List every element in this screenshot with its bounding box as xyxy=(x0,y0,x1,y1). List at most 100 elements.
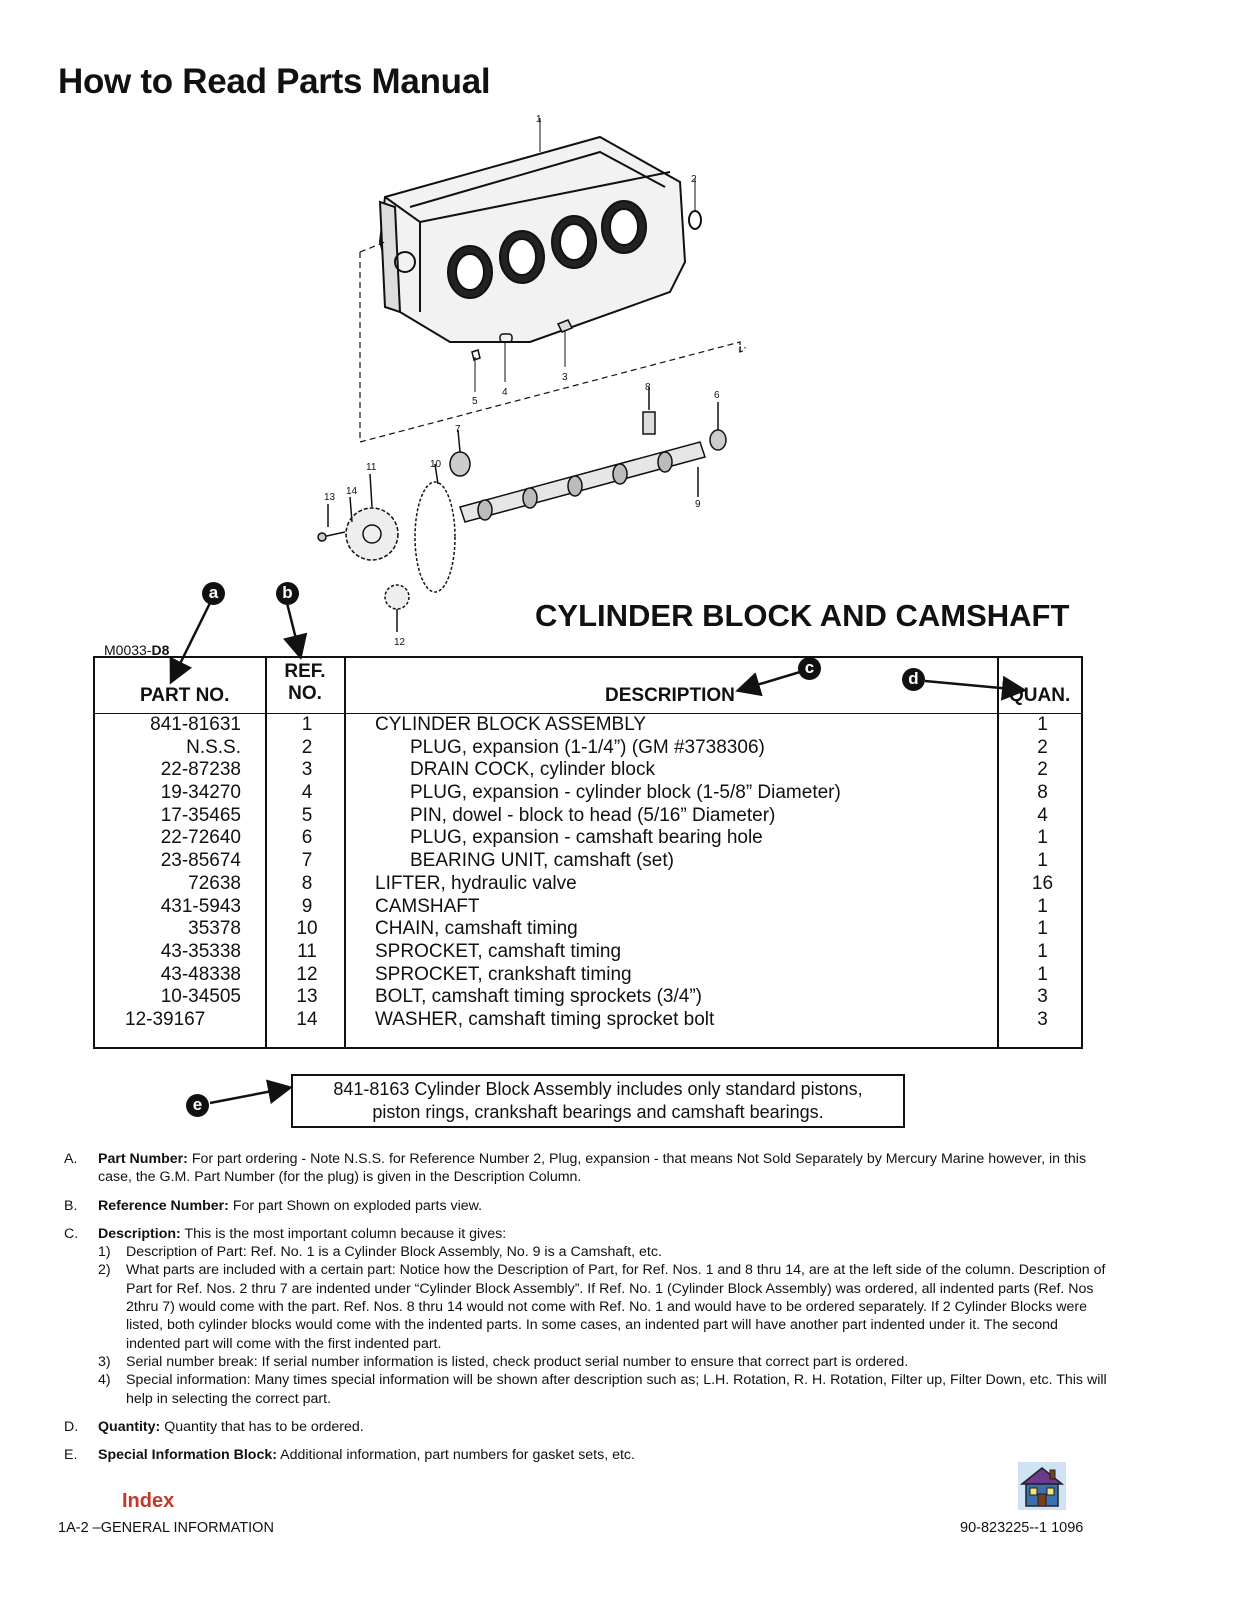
description: CYLINDER BLOCK ASSEMBLY xyxy=(375,714,647,735)
ref-number: 4 xyxy=(301,782,313,804)
callout-c-badge: c xyxy=(798,657,821,680)
description: LIFTER, hydraulic valve xyxy=(375,872,577,894)
quantity: 16 xyxy=(1031,872,1054,894)
note-e: E. Special Information Block: Additional … xyxy=(64,1446,1114,1464)
header-quantity: QUAN. xyxy=(1009,685,1071,706)
diagram-label: 4 xyxy=(502,387,508,398)
description: PLUG, expansion (1-1/4”) (GM #3738306) xyxy=(410,736,765,758)
part-number: 431-5943 xyxy=(160,895,241,917)
note-letter: E. xyxy=(64,1447,78,1464)
quantity: 1 xyxy=(1037,940,1048,962)
table-row: 23-85674 7 BEARING UNIT, camshaft (set) 1 xyxy=(95,850,1081,873)
item-number: 4) xyxy=(98,1372,111,1389)
note-text: For part Shown on exploded parts view. xyxy=(228,1197,483,1214)
diagram-label: 7 xyxy=(455,424,461,435)
note-d: D. Quantity: Quantity that has to be orde… xyxy=(64,1418,1114,1436)
quantity: 1 xyxy=(1037,714,1048,735)
part-number: 841-81631 xyxy=(150,714,241,735)
quantity: 1 xyxy=(1037,918,1048,940)
callout-e-badge: e xyxy=(186,1094,209,1117)
description: SPROCKET, camshaft timing xyxy=(375,940,622,962)
note-label: Part Number: xyxy=(98,1151,188,1167)
item-number: 1) xyxy=(98,1244,111,1261)
description: BOLT, camshaft timing sprockets (3/4”) xyxy=(375,986,702,1008)
footer-document-number: 90-823225--1 1096 xyxy=(960,1520,1084,1536)
quantity: 2 xyxy=(1037,759,1048,781)
index-link[interactable]: Index xyxy=(122,1490,175,1512)
diagram-label: 5 xyxy=(472,396,478,407)
ref-number: 13 xyxy=(296,986,318,1008)
figure-id-suffix: D8 xyxy=(151,642,170,658)
item-text: What parts are included with a certain p… xyxy=(126,1262,1106,1352)
special-information-block: 841-8163 Cylinder Block Assembly include… xyxy=(291,1074,905,1128)
diagram-label: 3 xyxy=(562,372,568,383)
note-c-item: 4)Special information: Many times specia… xyxy=(98,1371,1114,1408)
part-number: 19-34270 xyxy=(160,782,241,804)
section-title: CYLINDER BLOCK AND CAMSHAFT xyxy=(535,598,1070,633)
table-row: 841-81631 1 CYLINDER BLOCK ASSEMBLY 1 xyxy=(95,714,1081,737)
note-c-item: 1) Description of Part: Ref. No. 1 is a C… xyxy=(98,1243,1114,1261)
description: CHAIN, camshaft timing xyxy=(375,918,578,940)
note-letter: D. xyxy=(64,1418,79,1435)
part-number: 72638 xyxy=(188,872,241,894)
callout-d-badge: d xyxy=(902,668,925,691)
note-c-item: 3)Serial number break: If serial number … xyxy=(98,1353,1114,1371)
note-label: Quantity: xyxy=(98,1418,161,1435)
part-number: 10-34505 xyxy=(160,986,241,1008)
diagram-label: 11 xyxy=(366,462,377,473)
diagram-label: 12 xyxy=(394,637,406,648)
diagram-label: 6 xyxy=(714,390,720,401)
parts-rows: 841-81631 1 CYLINDER BLOCK ASSEMBLY 1 N.S.S… xyxy=(95,714,1081,1032)
figure-id-prefix: M0033- xyxy=(104,642,152,658)
note-text: This is the most important column becaus… xyxy=(180,1225,507,1242)
description: DRAIN COCK, cylinder block xyxy=(410,759,655,781)
note-text: Quantity that has to be ordered. xyxy=(160,1418,364,1435)
ref-number: 1 xyxy=(301,714,313,735)
home-icon[interactable] xyxy=(1018,1462,1066,1510)
callout-a-badge: a xyxy=(202,582,225,605)
quantity: 3 xyxy=(1037,1008,1048,1030)
note-text: Additional information, part numbers for… xyxy=(276,1447,635,1464)
part-number: 23-85674 xyxy=(160,850,241,872)
quantity: 2 xyxy=(1037,736,1048,758)
table-row: 10-34505 13 BOLT, camshaft timing sprocket… xyxy=(95,986,1081,1009)
description: WASHER, camshaft timing sprocket bolt xyxy=(375,1008,715,1030)
description: CAMSHAFT xyxy=(375,895,480,917)
ref-number: 9 xyxy=(301,895,313,917)
quantity: 4 xyxy=(1037,804,1048,826)
quantity: 1 xyxy=(1037,850,1048,872)
special-info-line: 841-8163 Cylinder Block Assembly include… xyxy=(333,1079,863,1099)
table-row: 17-35465 5 PIN, dowel - block to head (5/1… xyxy=(95,805,1081,828)
note-b: B.Reference Number: For part Shown on ex… xyxy=(64,1197,1114,1215)
note-c: C.Description: This is the most importan… xyxy=(64,1225,1114,1408)
item-text: Serial number break: If serial number in… xyxy=(126,1353,909,1370)
diagram-label: 10 xyxy=(430,459,442,470)
note-letter: A. xyxy=(64,1151,78,1167)
diagram-label: 8 xyxy=(645,382,651,393)
description: BEARING UNIT, camshaft (set) xyxy=(410,850,674,872)
item-text: Description of Part: Ref. No. 1 is a Cyl… xyxy=(126,1244,662,1261)
ref-number: 8 xyxy=(301,872,313,894)
ref-number: 10 xyxy=(296,918,318,940)
note-letter: B. xyxy=(64,1197,78,1214)
diagram-label: 2 xyxy=(691,174,697,185)
description: PIN, dowel - block to head (5/16” Diamet… xyxy=(410,804,776,826)
note-label: Special Information Block: xyxy=(98,1447,277,1464)
quantity: 1 xyxy=(1037,827,1048,849)
part-number: 17-35465 xyxy=(160,804,241,826)
ref-number: 5 xyxy=(301,804,313,826)
parts-table: PART NO. REF. NO. DESCRIPTION QUAN. 841-… xyxy=(93,656,1083,1049)
ref-number: 7 xyxy=(301,850,313,872)
note-a: A.Part Number: For part ordering - Note … xyxy=(64,1150,1114,1187)
header-no: NO. xyxy=(288,683,322,704)
table-row: 72638 8 LIFTER, hydraulic valve 16 xyxy=(95,873,1081,896)
diagram-label: 1 xyxy=(536,114,542,125)
ref-number: 6 xyxy=(301,827,313,849)
part-number: 43-48338 xyxy=(160,963,241,985)
